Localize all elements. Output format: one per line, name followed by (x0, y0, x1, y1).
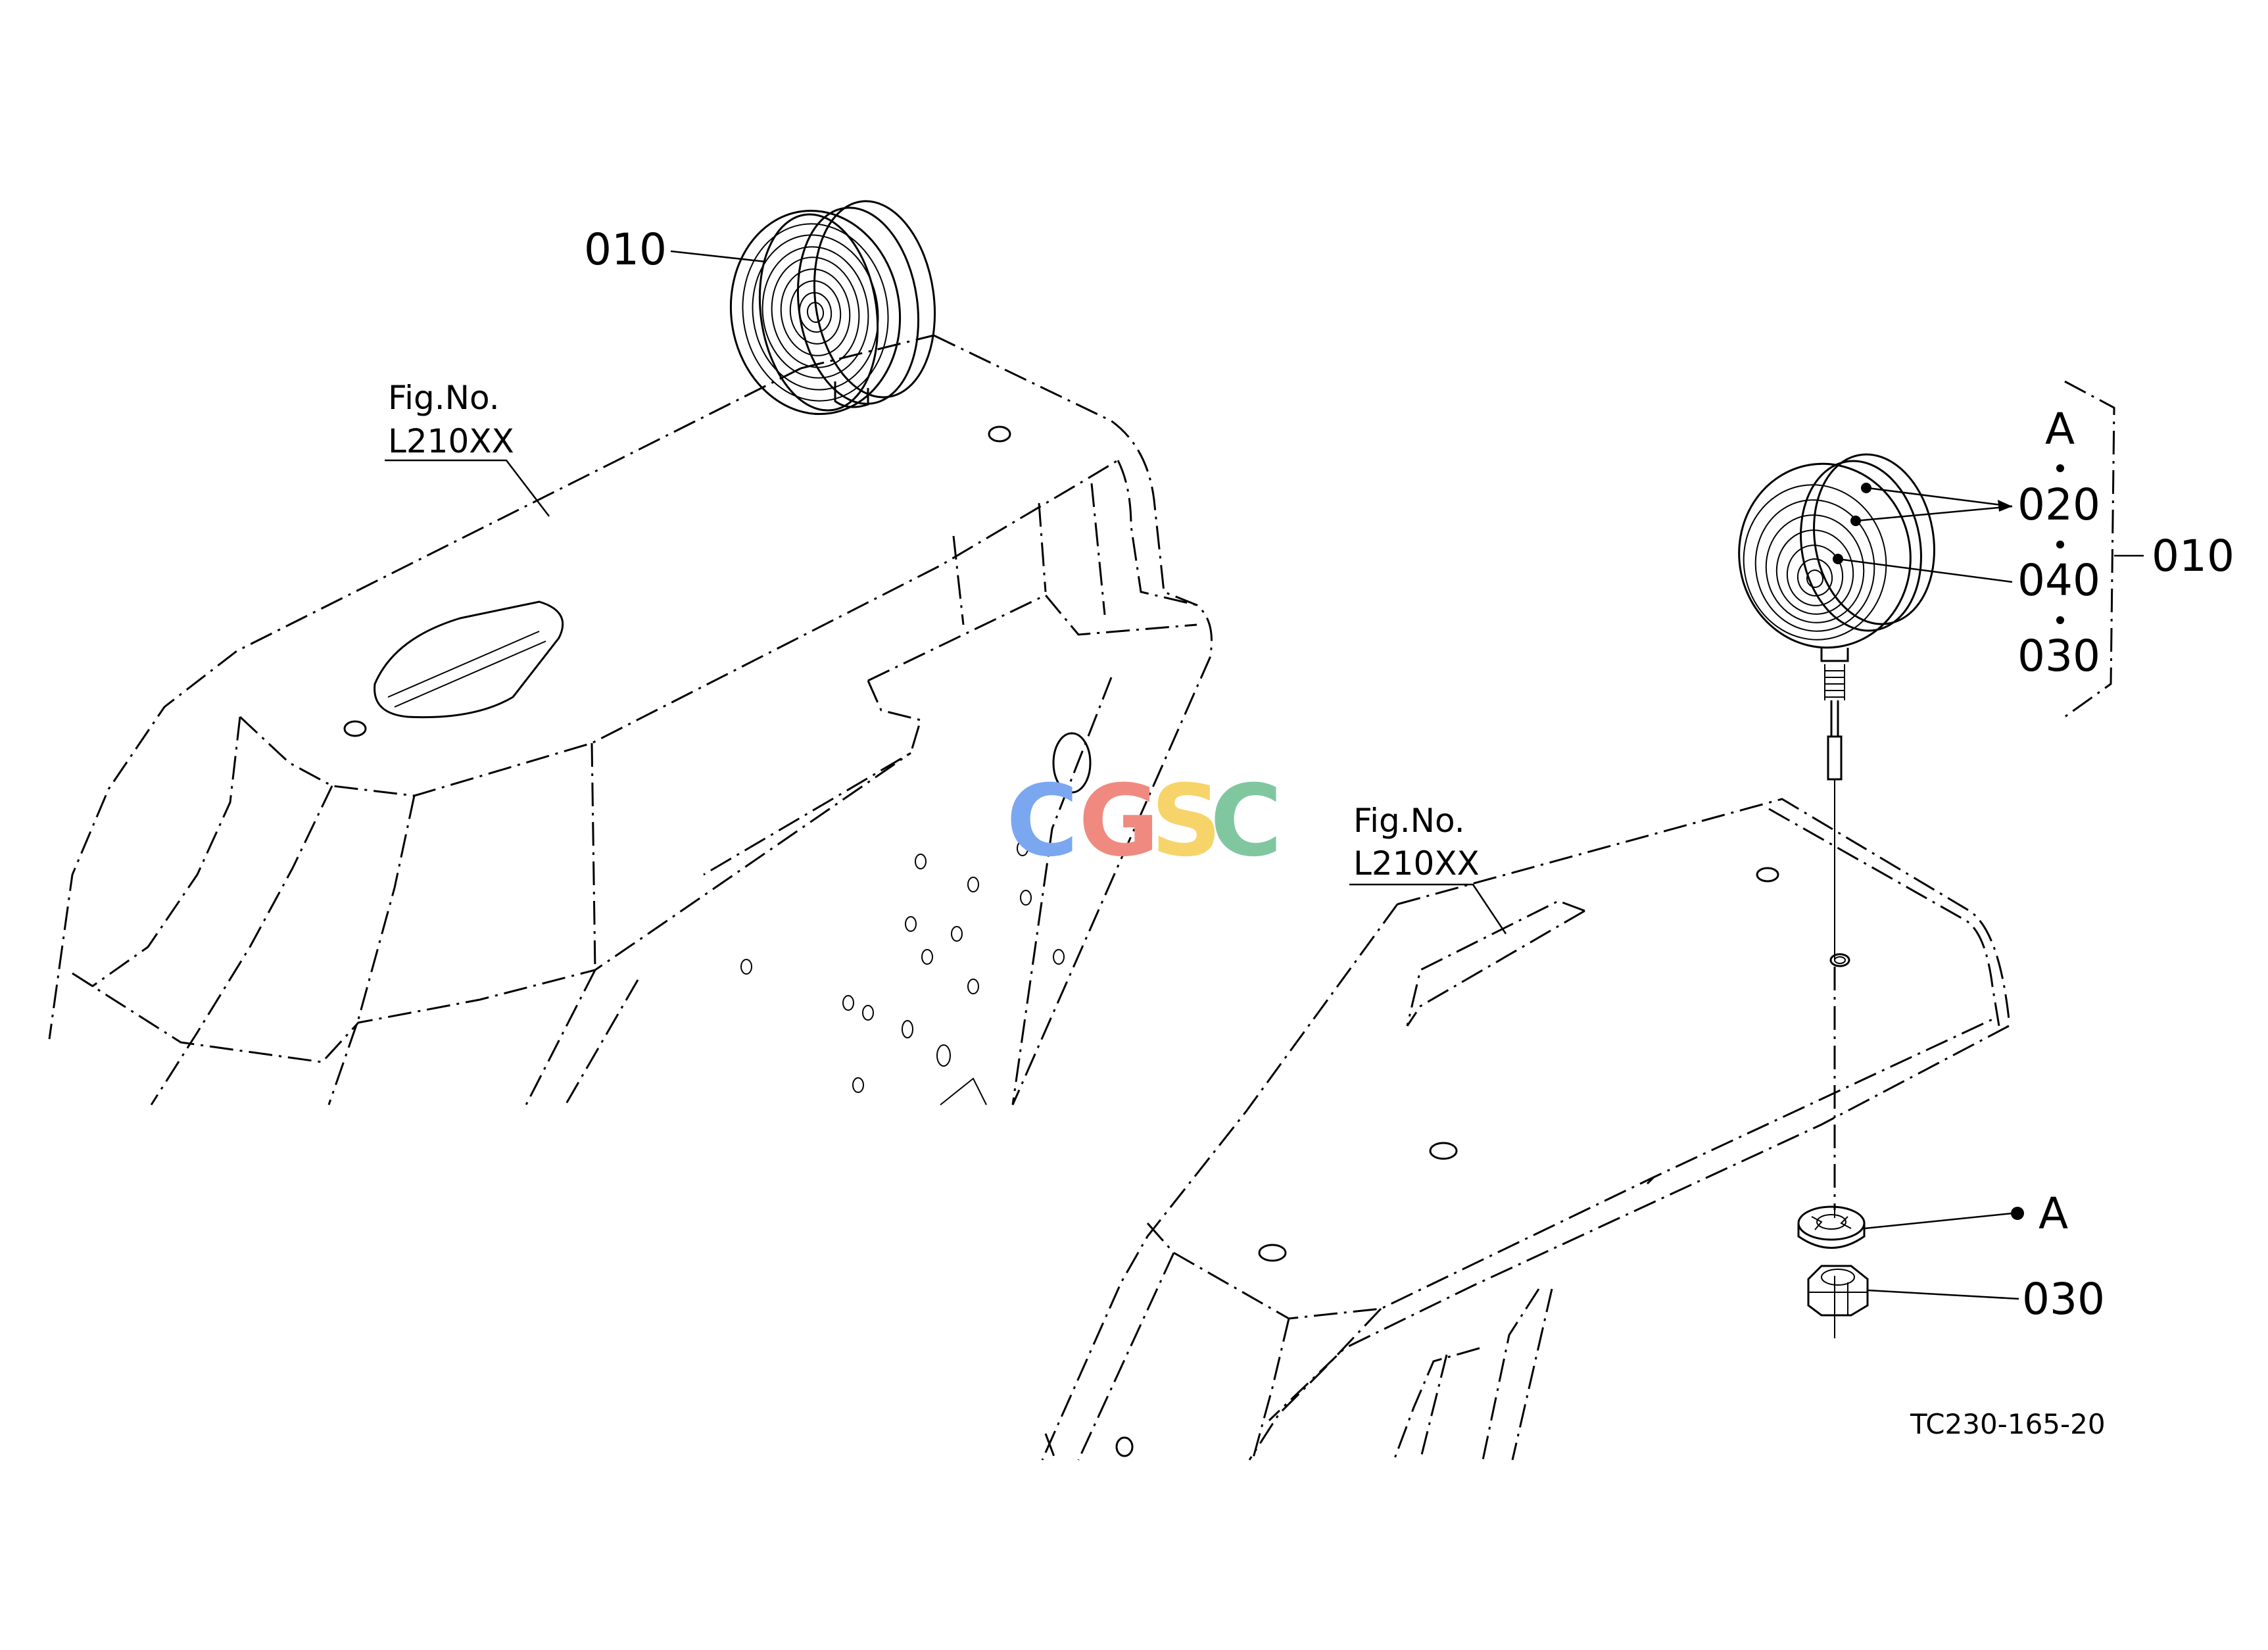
fig-label-line2: L210XX (388, 422, 514, 460)
bracket-assembly-010: 010 (2152, 531, 2234, 581)
right-fender (1041, 798, 2010, 1461)
left-fig-label: Fig.No. L210XX (385, 379, 550, 517)
lock-washer (1797, 1205, 1866, 1249)
bracket-item-040: 040 (2017, 555, 2100, 606)
bracket-item-a: A (2045, 404, 2075, 454)
reference-code: TC230-165-20 (1910, 1408, 2106, 1440)
right-lamp-assembly (1738, 453, 1935, 1338)
left-lamp (729, 200, 936, 416)
watermark-letter-c1: C (1006, 764, 1078, 879)
washer-callout: A (1864, 1188, 2068, 1239)
nut-callout: 030 (1867, 1274, 2105, 1324)
fig-label-line1: Fig.No. (388, 379, 500, 417)
watermark-letter-g: G (1078, 764, 1159, 879)
bracket-item-020: 020 (2017, 479, 2100, 530)
bracket-item-030: 030 (2017, 631, 2100, 681)
left-fender (48, 334, 1213, 1105)
watermark-logo: C G S C (1006, 764, 1282, 879)
assembly-bracket: A 020 040 030 010 (1837, 380, 2234, 718)
hex-nut (1807, 1265, 1869, 1317)
watermark-letter-s: S (1151, 764, 1222, 879)
left-callout-010: 010 (584, 224, 767, 275)
callout-010-text: 010 (584, 224, 667, 275)
fig-label-line1: Fig.No. (1353, 802, 1465, 840)
watermark-letter-c2: C (1210, 764, 1282, 879)
nut-callout-text: 030 (2022, 1274, 2105, 1324)
right-fig-label: Fig.No. L210XX (1349, 802, 1507, 934)
washer-callout-text: A (2039, 1188, 2068, 1239)
fig-label-line2: L210XX (1353, 844, 1480, 883)
